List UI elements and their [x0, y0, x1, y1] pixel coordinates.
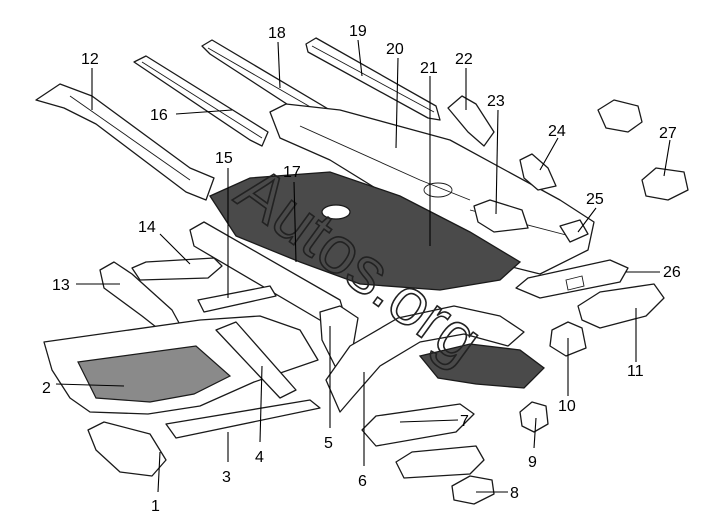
callout-26: 26	[663, 264, 681, 281]
part-11-rear-member	[577, 283, 665, 329]
callout-11: 11	[627, 363, 644, 380]
callout-4: 4	[255, 449, 264, 466]
part-2-left-floor-pan	[43, 315, 319, 415]
part-12-front-rail	[35, 83, 215, 201]
part-9-clip	[519, 401, 549, 433]
callout-27: 27	[659, 125, 677, 142]
part-17-center-floor	[209, 171, 522, 291]
callout-13: 13	[52, 277, 70, 294]
callout-labels: 1 2 3 4 5 6 7 8 9 10 11 12 13 14 15 16 1…	[42, 23, 681, 515]
callout-8: 8	[510, 485, 519, 502]
part-26-cross-member	[515, 259, 629, 299]
part-4-tunnel-channel	[215, 321, 297, 399]
part-24-bracket	[519, 153, 557, 191]
part-27-cap	[641, 167, 689, 201]
callout-12: 12	[81, 51, 99, 68]
callout-24: 24	[548, 123, 566, 140]
callout-2: 2	[42, 380, 51, 397]
callout-22: 22	[455, 51, 473, 68]
part-1-end-bracket	[87, 421, 167, 477]
callout-3: 3	[222, 469, 231, 486]
part-8-bottom-plate	[395, 445, 495, 505]
callout-5: 5	[324, 435, 333, 452]
callout-18: 18	[268, 25, 286, 42]
callout-7: 7	[460, 413, 469, 430]
callout-9: 9	[528, 454, 537, 471]
callout-6: 6	[358, 473, 367, 490]
callout-15: 15	[215, 150, 233, 167]
part-19-upper-rail	[305, 37, 441, 121]
callout-1: 1	[151, 498, 160, 515]
part-22-bracket	[447, 95, 495, 147]
part-16-sill-strip	[133, 55, 269, 147]
part-7-inner-panel	[361, 403, 475, 447]
callout-25: 25	[586, 191, 604, 208]
part-23-bracket	[473, 199, 529, 233]
callout-16: 16	[150, 107, 168, 124]
part-15-strip	[197, 285, 277, 313]
callout-20: 20	[386, 41, 404, 58]
part-3-floor-sill	[165, 399, 321, 439]
callout-21: 21	[420, 60, 438, 77]
callout-19: 19	[349, 23, 367, 40]
leader-lines	[55, 39, 671, 493]
callout-23: 23	[487, 93, 505, 110]
part-14-crossbar	[131, 257, 223, 281]
part-6-wheel-arch	[325, 305, 545, 413]
part-unlabeled-bracket	[597, 99, 643, 133]
part-25-end-piece	[559, 219, 589, 243]
callout-14: 14	[138, 219, 156, 236]
callout-17: 17	[283, 164, 301, 181]
callout-10: 10	[558, 398, 576, 415]
